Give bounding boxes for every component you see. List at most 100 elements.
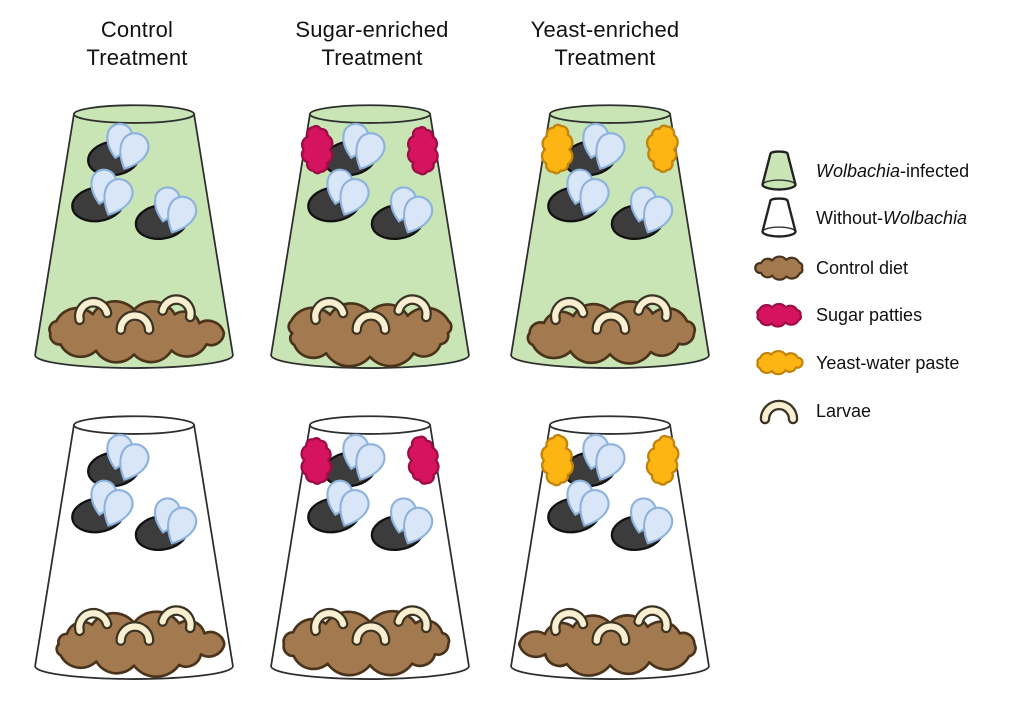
larva bbox=[157, 294, 196, 323]
fly-wing-front bbox=[167, 506, 198, 545]
legend-icon-box bbox=[748, 194, 810, 242]
legend-label-part: Wolbachia bbox=[883, 207, 968, 228]
sugar-patty-icon bbox=[756, 302, 802, 328]
vial-without-wolbachia-yeast bbox=[504, 391, 716, 703]
legend-item-control-diet: Control diet bbox=[748, 245, 908, 291]
larva bbox=[309, 607, 349, 637]
column-title-line1: Sugar-enriched bbox=[295, 17, 449, 42]
legend-item-sugar-patty: Sugar patties bbox=[748, 292, 922, 338]
fly bbox=[323, 433, 386, 488]
yeast-paste-blob bbox=[645, 124, 679, 173]
fly-wing-front bbox=[355, 132, 386, 170]
sugar-patty-blob bbox=[300, 124, 334, 175]
legend-label-part: Wolbachia bbox=[816, 160, 901, 181]
column-title-line2: Treatment bbox=[321, 45, 423, 70]
larva bbox=[633, 605, 672, 634]
fly-wing-front bbox=[579, 178, 610, 216]
diet-blob bbox=[48, 300, 226, 364]
vial-white-icon bbox=[761, 197, 797, 238]
fly-wing-front bbox=[103, 178, 134, 216]
legend-label: Without-Wolbachia bbox=[816, 208, 967, 229]
fly-wing-front bbox=[339, 489, 370, 527]
diet-blob bbox=[287, 302, 453, 368]
fly bbox=[610, 186, 674, 241]
fly bbox=[134, 186, 198, 241]
legend-icon-box bbox=[748, 397, 810, 425]
fly-wing-front bbox=[167, 195, 198, 234]
fly bbox=[563, 433, 626, 488]
fly bbox=[563, 122, 626, 177]
vial-drawing bbox=[270, 104, 470, 369]
larva bbox=[549, 296, 589, 326]
legend-label: Larvae bbox=[816, 401, 871, 422]
vial-drawing bbox=[510, 104, 710, 369]
vial-without-wolbachia-sugar bbox=[264, 391, 476, 703]
legend-item-vial-white: Without-Wolbachia bbox=[748, 195, 967, 241]
fly bbox=[87, 433, 150, 488]
column-title-sugar: Sugar-enriched Treatment bbox=[257, 16, 487, 72]
vial-drawing bbox=[34, 104, 234, 369]
fly-wing-front bbox=[119, 132, 150, 170]
fly bbox=[134, 497, 198, 552]
legend-icon-box bbox=[748, 349, 810, 377]
fly bbox=[370, 186, 434, 241]
vial-green-icon bbox=[761, 150, 797, 191]
legend-item-larva: Larvae bbox=[748, 388, 871, 434]
fly-wing-front bbox=[403, 195, 434, 234]
column-title-line1: Control bbox=[100, 17, 174, 42]
vial-rim bbox=[309, 104, 431, 124]
column-title-line2: Treatment bbox=[86, 45, 188, 70]
legend-label: Wolbachia-infected bbox=[816, 161, 969, 182]
legend: Wolbachia-infected Without-Wolbachia Con… bbox=[748, 144, 1020, 444]
control-diet-icon bbox=[754, 255, 804, 281]
legend-label-part: Control diet bbox=[816, 257, 909, 278]
larva bbox=[393, 605, 432, 634]
legend-item-vial-green: Wolbachia-infected bbox=[748, 148, 969, 194]
fly bbox=[87, 122, 150, 177]
larva bbox=[591, 310, 631, 335]
vial-wolbachia-infected-yeast bbox=[504, 80, 716, 392]
larva bbox=[157, 605, 196, 634]
vial-rim bbox=[549, 415, 671, 435]
fly bbox=[610, 497, 674, 552]
vial-drawing bbox=[270, 415, 470, 680]
larva bbox=[115, 310, 155, 335]
larva bbox=[351, 621, 391, 646]
diet-blob bbox=[282, 609, 451, 677]
fly-wing-front bbox=[595, 132, 626, 170]
sugar-patty-blob bbox=[406, 126, 439, 176]
larva bbox=[393, 294, 432, 323]
vial-drawing bbox=[510, 415, 710, 680]
larva-icon bbox=[759, 399, 799, 425]
legend-item-yeast-paste: Yeast-water paste bbox=[748, 340, 959, 386]
fly-wing-front bbox=[355, 443, 386, 481]
yeast-paste-blob bbox=[540, 433, 575, 487]
vial-wolbachia-infected-control bbox=[28, 80, 240, 392]
fly bbox=[547, 168, 610, 223]
larva bbox=[633, 294, 672, 323]
yeast-paste-blob bbox=[540, 123, 574, 175]
vial-rim bbox=[73, 104, 195, 124]
fly-wing-front bbox=[103, 489, 134, 527]
larva bbox=[115, 621, 155, 646]
legend-label-part: -infected bbox=[900, 160, 970, 181]
vial-rim bbox=[73, 415, 195, 435]
fly-wing-front bbox=[403, 506, 434, 545]
diet-blob bbox=[55, 610, 226, 679]
larva bbox=[73, 296, 113, 326]
sugar-patty-blob bbox=[407, 435, 440, 485]
legend-icon-box bbox=[748, 147, 810, 195]
diet-blob bbox=[517, 614, 697, 677]
fly bbox=[71, 479, 134, 534]
legend-icon-box bbox=[748, 254, 810, 282]
vial-rim bbox=[309, 415, 431, 435]
fly-wing-front bbox=[339, 178, 370, 216]
fly bbox=[71, 168, 134, 223]
fly-wing-front bbox=[643, 195, 674, 234]
fly-wing-front bbox=[119, 443, 150, 481]
diet-blob bbox=[526, 300, 697, 365]
fly-wing-front bbox=[579, 489, 610, 527]
larva bbox=[309, 296, 349, 326]
fly-wing-front bbox=[643, 506, 674, 545]
